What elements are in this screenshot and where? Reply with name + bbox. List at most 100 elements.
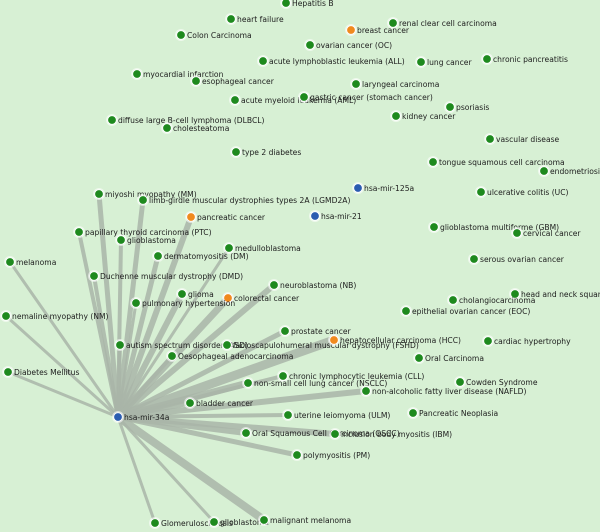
node-dot[interactable] (469, 254, 479, 264)
node-colorectal-cancer[interactable]: colorectal cancer (222, 292, 300, 304)
node-dot[interactable] (191, 76, 201, 86)
node-glioblastoma2[interactable]: glioblastoma (208, 516, 269, 528)
node-glioblastoma[interactable]: glioblastoma (115, 234, 176, 246)
node-glioma[interactable]: glioma (176, 288, 214, 300)
node-dot[interactable] (485, 134, 495, 144)
node-kidney-cancer[interactable]: kidney cancer (390, 110, 456, 122)
node-dot[interactable] (448, 295, 458, 305)
node-dot[interactable] (283, 410, 293, 420)
node-dot[interactable] (416, 57, 426, 67)
node-dot[interactable] (280, 326, 290, 336)
node-dot[interactable] (353, 183, 363, 193)
node-dot[interactable] (361, 386, 371, 396)
node-dot[interactable] (510, 289, 520, 299)
node-gastric-cancer[interactable]: gastric cancer (stomach cancer) (298, 91, 433, 103)
node-dot[interactable] (94, 189, 104, 199)
node-breast-cancer[interactable]: breast cancer (345, 24, 410, 36)
node-dot[interactable] (241, 428, 251, 438)
node-dot[interactable] (258, 56, 268, 66)
node-dot[interactable] (539, 166, 549, 176)
node-dot[interactable] (388, 18, 398, 28)
node-dot[interactable] (281, 0, 291, 8)
node-dot[interactable] (132, 69, 142, 79)
node-cardiac-hypertrophy[interactable]: cardiac hypertrophy (482, 335, 571, 347)
node-dot[interactable] (162, 123, 172, 133)
node-dot[interactable] (483, 336, 493, 346)
node-dot[interactable] (401, 306, 411, 316)
node-chronic-pancreatitis[interactable]: chronic pancreatitis (481, 53, 568, 65)
node-dot[interactable] (230, 95, 240, 105)
node-nafld[interactable]: non-alcoholic fatty liver disease (NAFLD… (360, 385, 527, 397)
node-nemaline[interactable]: nemaline myopathy (NM) (0, 310, 109, 322)
node-dot[interactable] (5, 257, 15, 267)
node-type2-diabetes[interactable]: type 2 diabetes (230, 146, 301, 158)
node-nsclc[interactable]: non-small cell lung cancer (NSCLC) (242, 377, 387, 389)
node-dot[interactable] (131, 298, 141, 308)
node-dermatomyositis[interactable]: dermatomyositis (DM) (152, 250, 249, 262)
node-dot[interactable] (330, 429, 340, 439)
node-dot[interactable] (292, 450, 302, 460)
node-dot[interactable] (391, 111, 401, 121)
node-colon-carcinoma[interactable]: Colon Carcinoma (175, 29, 252, 41)
node-medulloblastoma[interactable]: medulloblastoma (223, 242, 301, 254)
node-psoriasis[interactable]: psoriasis (444, 101, 489, 113)
node-dot[interactable] (278, 371, 288, 381)
node-oesophageal-adeno[interactable]: Oesophageal adenocarcinoma (166, 350, 293, 362)
node-mir125a[interactable]: hsa-mir-125a (352, 182, 414, 194)
node-dot[interactable] (167, 351, 177, 361)
node-ulm[interactable]: uterine leiomyoma (ULM) (282, 409, 390, 421)
node-oscc[interactable]: Oral Squamous Cell Carcinoma (OSCC) (240, 427, 400, 439)
node-dot[interactable] (455, 377, 465, 387)
node-hepatitis-b[interactable]: Hepatitis B (280, 0, 334, 9)
node-dot[interactable] (186, 212, 196, 222)
node-neuroblastoma[interactable]: neuroblastoma (NB) (268, 279, 356, 291)
node-dot[interactable] (89, 271, 99, 281)
node-bladder-cancer[interactable]: bladder cancer (184, 397, 254, 409)
node-dmd[interactable]: Duchenne muscular dystrophy (DMD) (88, 270, 243, 282)
node-endometriosis[interactable]: endometriosis (538, 165, 600, 177)
node-eoc[interactable]: epithelial ovarian cancer (EOC) (400, 305, 530, 317)
node-vascular-disease[interactable]: vascular disease (484, 133, 560, 145)
node-ulcerative-colitis[interactable]: ulcerative colitis (UC) (475, 186, 569, 198)
node-dot[interactable] (116, 235, 126, 245)
node-dot[interactable] (1, 311, 11, 321)
node-cervical-cancer[interactable]: cervical cancer (511, 227, 581, 239)
node-hcc[interactable]: hepatocellular carcinoma (HCC) (328, 334, 461, 346)
node-dot[interactable] (428, 157, 438, 167)
node-autism[interactable]: autism spectrum disorder (ASD) (114, 339, 248, 351)
node-dot[interactable] (153, 251, 163, 261)
node-laryngeal-carcinoma[interactable]: laryngeal carcinoma (350, 78, 439, 90)
node-esophageal-cancer[interactable]: esophageal cancer (190, 75, 275, 87)
node-dot[interactable] (74, 227, 84, 237)
node-glomerulosclerosis[interactable]: Glomerulosclerosis (149, 517, 233, 529)
node-dlbcl[interactable]: diffuse large B-cell lymphoma (DLBCL) (106, 114, 264, 126)
node-dot[interactable] (243, 378, 253, 388)
node-gbm[interactable]: glioblastoma multiforme (GBM) (428, 221, 559, 233)
node-dot[interactable] (231, 147, 241, 157)
node-heart-failure[interactable]: heart failure (225, 13, 284, 25)
node-dot[interactable] (351, 79, 361, 89)
node-fshd[interactable]: facioscapulohumeral muscular dystrophy (… (221, 339, 419, 351)
node-head-neck[interactable]: head and neck squamous (509, 288, 600, 300)
node-melanoma[interactable]: melanoma (4, 256, 56, 268)
node-dot[interactable] (429, 222, 439, 232)
node-dot[interactable] (476, 187, 486, 197)
node-mir34a[interactable]: hsa-mir-34a (112, 411, 169, 423)
node-cll[interactable]: chronic lymphocytic leukemia (CLL) (277, 370, 424, 382)
node-ibm[interactable]: inclusion body myositis (IBM) (329, 428, 452, 440)
node-dot[interactable] (222, 340, 232, 350)
node-lgmd2a[interactable]: limb-girdle muscular dystrophies types 2… (137, 194, 350, 206)
node-cholangiocarcinoma[interactable]: cholangiocarcinoma (447, 294, 535, 306)
node-cowden[interactable]: Cowden Syndrome (454, 376, 538, 388)
node-dot[interactable] (209, 517, 219, 527)
node-dot[interactable] (138, 195, 148, 205)
node-pulmonary-hypertension[interactable]: pulmonary hypertension (130, 297, 235, 309)
node-dot[interactable] (177, 289, 187, 299)
node-diabetes-mellitus[interactable]: Diabetes Mellitus (2, 366, 79, 378)
node-dot[interactable] (113, 412, 123, 422)
node-dot[interactable] (269, 280, 279, 290)
node-oral-carcinoma[interactable]: Oral Carcinoma (413, 352, 484, 364)
node-dot[interactable] (305, 40, 315, 50)
node-dot[interactable] (310, 211, 320, 221)
